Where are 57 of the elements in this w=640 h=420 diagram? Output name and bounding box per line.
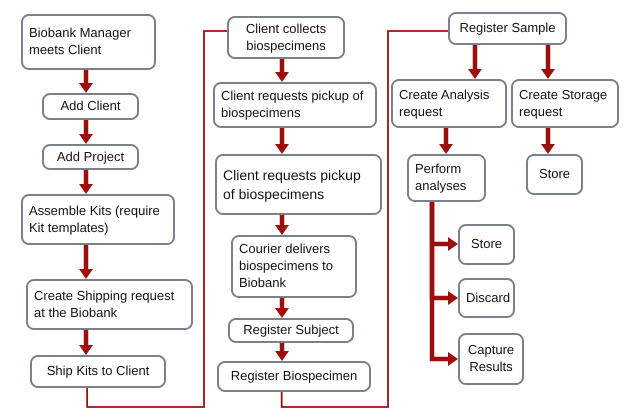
arrow — [79, 170, 93, 194]
step-label: Capture Results — [466, 342, 516, 376]
step-label: Biobank Manager meets Client — [29, 25, 132, 59]
process-box — [227, 16, 345, 59]
arrow — [79, 120, 93, 144]
step-label: Register Sample — [458, 20, 557, 37]
step-label: Assemble Kits (require Kit templates) — [29, 202, 161, 236]
arrow — [430, 202, 458, 366]
process-box — [21, 194, 175, 245]
process-box — [30, 355, 166, 388]
step-label: Client requests pickup of biospecimens — [221, 88, 364, 122]
step-label: Register Subject — [242, 322, 340, 339]
arrow — [275, 128, 289, 154]
step-label: Register Biospecimen — [230, 368, 358, 385]
process-box — [213, 82, 377, 128]
arrow — [439, 128, 453, 154]
step-label: Discard — [466, 290, 507, 306]
process-box — [215, 154, 382, 215]
step-label: Client requests pickup of biospecimens — [223, 166, 362, 203]
connector-line — [280, 30, 448, 408]
arrow — [541, 45, 555, 79]
process-box — [458, 224, 515, 265]
step-label: Create Analysis request — [399, 86, 490, 120]
process-box — [458, 278, 515, 318]
step-label: Create Shipping request at the Biobank — [34, 288, 176, 322]
step-label: Courier delivers biospecimens to Biobank — [239, 241, 334, 292]
step-label: Ship Kits to Client — [46, 363, 150, 380]
arrow — [79, 330, 93, 355]
arrow — [275, 215, 289, 235]
arrow — [275, 59, 289, 82]
process-box — [21, 14, 156, 70]
step-label: Add Client — [60, 98, 122, 115]
step-label: Perform analyses — [415, 161, 468, 195]
step-label: Client collects biospecimens — [244, 20, 328, 54]
process-box — [228, 318, 354, 343]
connector-line — [86, 30, 227, 408]
arrow — [79, 245, 93, 279]
process-box — [407, 154, 486, 202]
step-label: Add Project — [56, 148, 126, 166]
arrow — [275, 298, 289, 318]
process-box — [231, 235, 357, 298]
process-box — [42, 144, 139, 170]
step-label: Store — [538, 166, 572, 183]
arrow — [468, 45, 482, 79]
process-box — [391, 79, 507, 128]
process-box — [448, 12, 567, 45]
process-box — [42, 93, 139, 120]
process-box — [26, 279, 193, 330]
process-box — [511, 79, 619, 128]
arrow — [541, 128, 555, 154]
process-box — [526, 154, 583, 195]
arrow — [79, 70, 93, 93]
arrow — [275, 343, 289, 361]
process-box — [458, 333, 524, 385]
step-label: Create Storage request — [519, 86, 608, 120]
process-box — [217, 361, 371, 392]
step-label: Store — [470, 236, 504, 253]
